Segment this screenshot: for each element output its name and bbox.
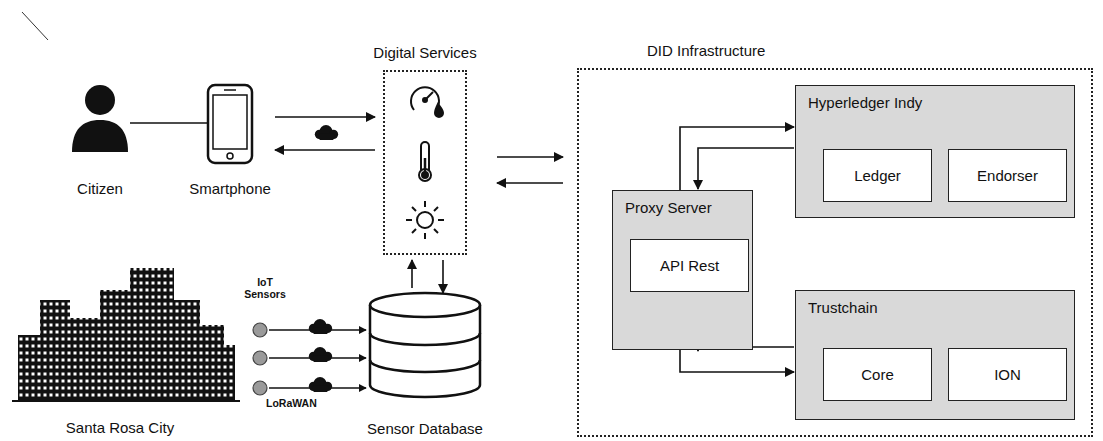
heading-label: Trustchain [808, 299, 877, 317]
city-illustration [12, 268, 240, 401]
city-label: Santa Rosa City [66, 419, 174, 436]
component-box: Ledger [823, 149, 932, 202]
connector-arrow [680, 127, 794, 190]
connector-arrow [275, 116, 375, 118]
box-label: Core [824, 366, 931, 384]
ledger-system-box: TrustchainCore ION [795, 290, 1075, 420]
connector-arrow [497, 156, 563, 158]
sensor-links [253, 323, 366, 395]
smartphone-icon [208, 85, 252, 163]
heading-label: DID Infrastructure [647, 42, 765, 60]
box-label: Endorser [949, 167, 1066, 185]
box-label: API Rest [631, 257, 748, 275]
component-box: API Rest [630, 239, 749, 292]
connector-arrow [698, 148, 794, 189]
sensor-label: IoT Sensors [240, 276, 290, 300]
box-label: ION [949, 366, 1066, 384]
gauge-icon [411, 87, 443, 117]
network-label: LoRaWAN [266, 397, 317, 409]
connector-arrow [275, 149, 375, 151]
heading-label: Hyperledger Indy [808, 94, 922, 112]
database-icon [370, 293, 480, 397]
thermometer-icon [419, 142, 431, 181]
sun-icon [406, 201, 444, 239]
heading-label: Digital Services [373, 44, 476, 62]
connector-arrow [497, 182, 563, 184]
connector-arrow [442, 260, 444, 293]
ledger-system-box: Hyperledger IndyLedger Endorser [795, 85, 1075, 218]
cloud-icon [315, 125, 338, 140]
person-icon [72, 85, 128, 152]
heading-label: Citizen [77, 180, 123, 198]
server-box: Proxy ServerAPI Rest [612, 190, 753, 350]
cloud-icon [309, 347, 332, 362]
infrastructure-group: DID InfrastructureHyperledger IndyLedger… [577, 68, 1093, 437]
database-node: Sensor Database [360, 292, 490, 438]
connector-arrow [680, 350, 794, 372]
box-label: Ledger [824, 167, 931, 185]
person-node: Citizen [60, 80, 140, 198]
service-group: Digital Services [383, 70, 467, 255]
component-box: Core [823, 348, 932, 401]
heading-label: Proxy Server [625, 199, 712, 217]
heading-label: Sensor Database [367, 420, 483, 438]
cloud-icon [309, 319, 332, 334]
smartphone-node: Smartphone [190, 80, 270, 198]
connector-arrow [130, 122, 207, 124]
component-box: Endorser [948, 149, 1067, 202]
heading-label: Smartphone [189, 180, 271, 198]
component-box: ION [948, 348, 1067, 401]
connector-arrow [411, 260, 413, 288]
cloud-icon [309, 377, 332, 392]
corner-mark [22, 12, 48, 40]
